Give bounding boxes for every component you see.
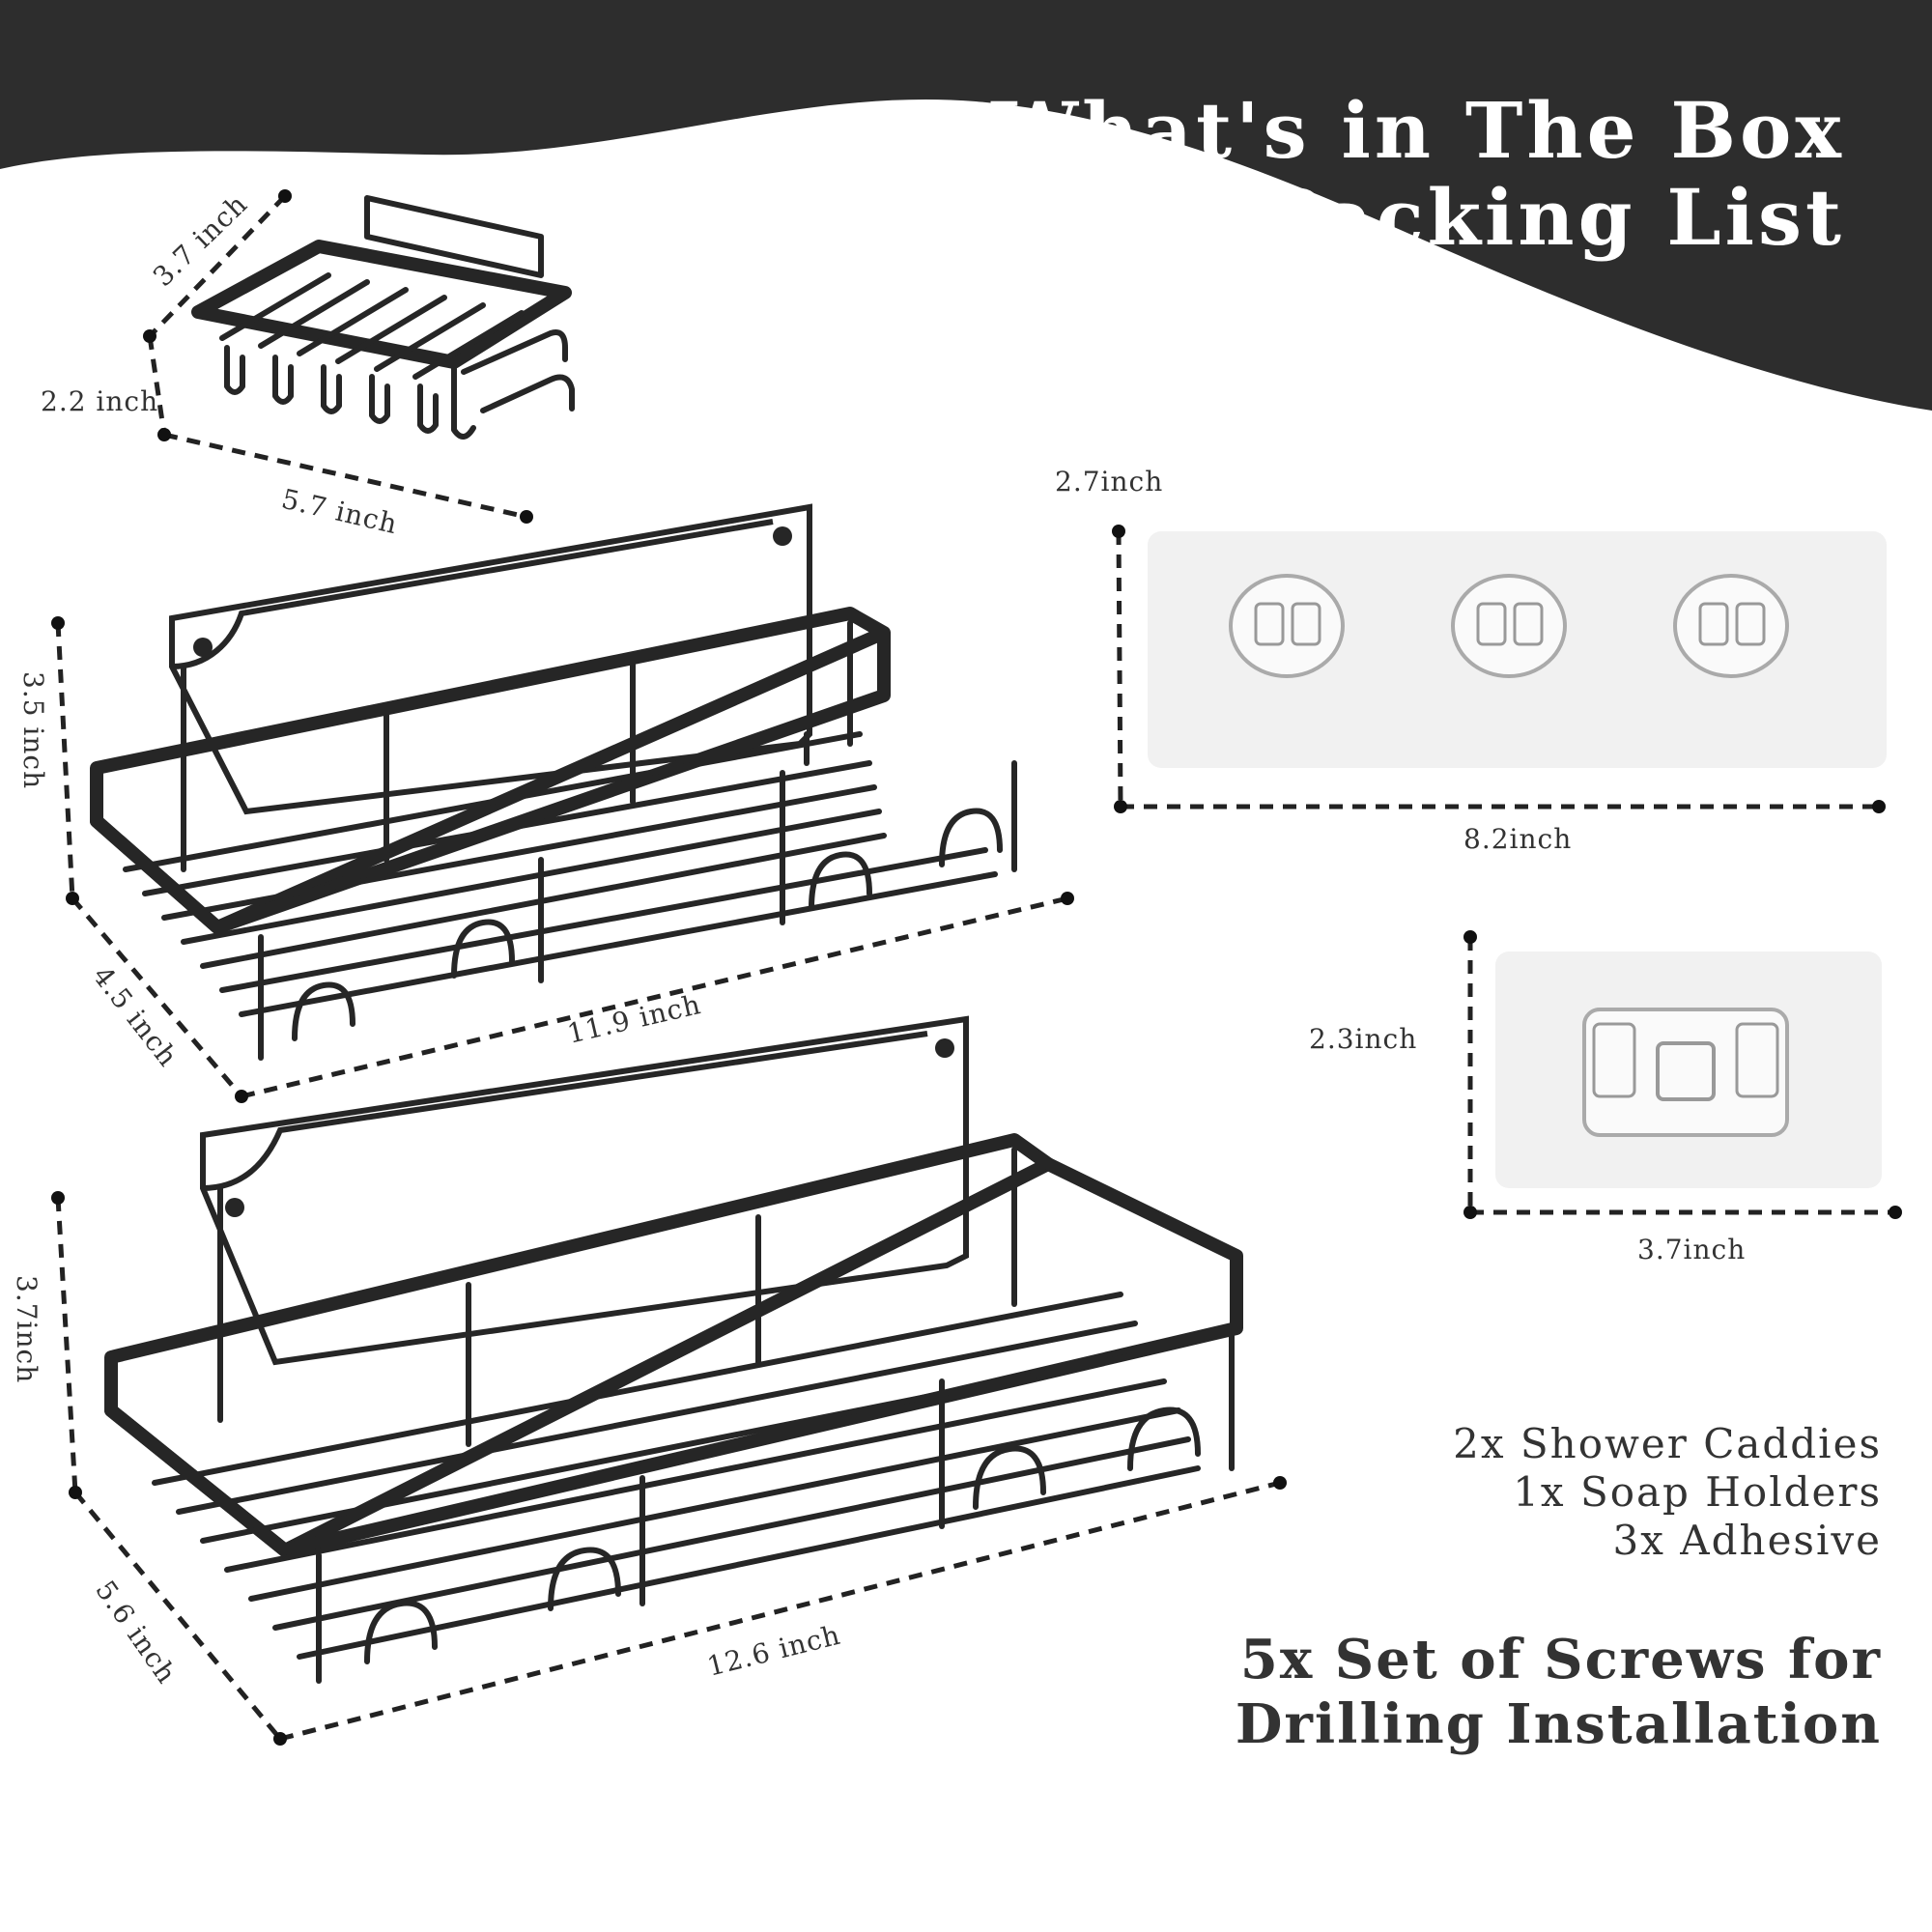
adhesive-large-width-label: 8.2inch xyxy=(1463,823,1572,855)
adhesive-clip-3 xyxy=(1673,574,1789,678)
adhesive-small-height-label: 2.3inch xyxy=(1309,1023,1417,1055)
caddy-small-length-label: 11.9 inch xyxy=(564,988,704,1050)
caddy-small-height-label: 3.5 inch xyxy=(17,671,49,789)
adhesive-hook-icon xyxy=(1148,531,1887,768)
packing-item-caddies: 2x Shower Caddies xyxy=(1453,1420,1882,1467)
packing-item-screws: 5x Set of Screws for xyxy=(1239,1628,1882,1691)
soap-length-label: 5.7 inch xyxy=(278,483,400,541)
caddy-small-depth-label: 4.5 inch xyxy=(86,960,184,1073)
adhesive-small-width-label: 3.7inch xyxy=(1637,1234,1746,1265)
caddy-large-depth-label: 5.6 inch xyxy=(89,1575,183,1690)
page-title: What's in The Box xyxy=(991,85,1845,176)
caddy-large-height-label: 3.7inch xyxy=(11,1275,43,1383)
soap-width-label: 3.7 inch xyxy=(147,187,254,293)
adhesive-clip-2 xyxy=(1451,574,1567,678)
soap-height-label: 2.2 inch xyxy=(41,385,158,417)
soap-holder-icon xyxy=(191,195,575,440)
adhesive-clip-1 xyxy=(1229,574,1345,678)
packing-item-installation: Drilling Installation xyxy=(1235,1692,1882,1756)
adhesive-large-height-label: 2.7inch xyxy=(1055,466,1163,497)
shower-caddy-icon xyxy=(90,503,1017,1061)
shower-caddy-icon xyxy=(104,1015,1243,1684)
caddy-large-length-label: 12.6 inch xyxy=(704,1619,844,1683)
packing-item-adhesive: 3x Adhesive xyxy=(1612,1517,1882,1564)
adhesive-hook-icon xyxy=(1495,952,1882,1188)
header-wave xyxy=(0,0,1932,411)
page-subtitle: Packing List xyxy=(1263,172,1845,263)
packing-item-soap-holders: 1x Soap Holders xyxy=(1513,1468,1882,1516)
